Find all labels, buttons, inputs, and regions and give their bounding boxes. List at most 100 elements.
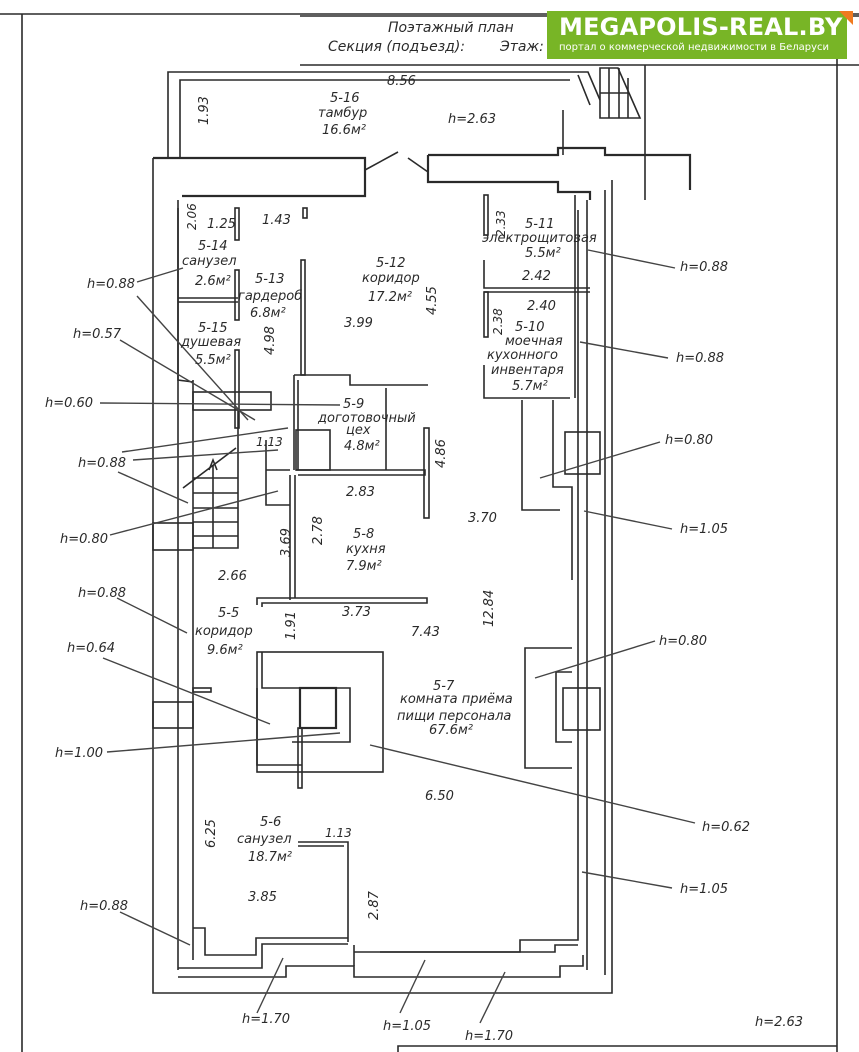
room-5-13: 5-13 гардероб 6.8м²	[238, 272, 302, 321]
height-note: h=1.70	[465, 1029, 513, 1044]
room-id: 5-15	[198, 321, 228, 336]
kitchen-top-wall	[296, 469, 426, 476]
room-id: 5-11	[525, 217, 555, 232]
height-note: h=0.88	[80, 899, 128, 914]
dimension: 1.13	[325, 826, 352, 840]
ceiling-height-bottom: h=2.63	[755, 1015, 803, 1030]
dimension: 4.86	[434, 439, 449, 468]
vestibule-inner-wall	[179, 79, 570, 158]
room-5-14: 5-14 санузел 2.6м²	[182, 239, 237, 289]
dimension: 3.70	[468, 511, 497, 526]
room-name: электрощитовая	[482, 231, 597, 246]
room-id: 5-8	[353, 527, 374, 542]
height-note: h=1.70	[242, 1012, 290, 1027]
central-column	[256, 651, 384, 789]
wc-floor-step	[193, 927, 348, 956]
dimension: 6.25	[204, 819, 219, 848]
room-id: 5-9	[343, 397, 364, 412]
dimension: 2.40	[527, 299, 556, 314]
wardrobe-partition-bottom	[234, 349, 240, 429]
upper-right-wall-block	[428, 146, 692, 190]
height-note: h=0.62	[702, 820, 750, 835]
dimension: 2.83	[346, 485, 375, 500]
height-note: h=1.05	[680, 522, 728, 537]
dimension: 1.93	[197, 96, 212, 125]
room-id: 5-7	[433, 679, 455, 694]
main-staircase	[152, 391, 290, 551]
wash-room-wall-bottom	[483, 365, 570, 399]
wc-partition	[298, 841, 349, 942]
height-note: h=0.88	[78, 586, 126, 601]
dimension: 2.06	[185, 203, 199, 230]
vestibule-door-swing	[577, 74, 591, 106]
pilaster-lower-inner	[555, 671, 572, 743]
height-annotations: h=2.63 h=2.63 h=0.88 h=0.88 h=0.88 h=0.5…	[45, 112, 803, 1044]
main-door-left-leaf	[364, 151, 399, 171]
ceiling-height-top: h=2.63	[448, 112, 496, 127]
column-upper-right	[564, 431, 601, 475]
room-area: 5.7м²	[512, 379, 548, 394]
room-id: 5-16	[330, 91, 360, 106]
room-5-12: 5-12 коридор 17.2м²	[362, 256, 420, 305]
room-id: 5-12	[376, 256, 406, 271]
leader-lines	[99, 249, 696, 1024]
title-block-edge	[397, 1045, 837, 1052]
header-section-label: Секция (подъезд):	[328, 39, 465, 55]
outer-perimeter	[152, 158, 613, 994]
right-wall-finish	[380, 210, 579, 953]
left-wall-column	[152, 701, 194, 729]
room-id: 5-10	[515, 320, 545, 335]
dimension: 4.98	[263, 326, 278, 355]
room-5-7: 5-7 комната приёма пищи персонала 67.6м²	[397, 679, 513, 738]
watermark-banner[interactable]: MEGAPOLIS-REAL.BY портал о коммерческой …	[547, 11, 853, 59]
dimension: 2.78	[311, 516, 326, 545]
room-area: 9.6м²	[207, 643, 243, 658]
room-area: 67.6м²	[429, 723, 473, 738]
room-name-line-1: моечная	[505, 334, 563, 349]
room-id: 5-5	[218, 606, 239, 621]
room-area: 6.8м²	[250, 306, 286, 321]
dimension: 4.55	[425, 286, 440, 315]
room-5-8: 5-8 кухня 7.9м²	[346, 527, 386, 574]
height-note: h=1.05	[680, 882, 728, 897]
main-door-right-leaf	[407, 157, 429, 173]
corridor-stub	[302, 207, 308, 219]
corner-stair	[599, 67, 642, 119]
room-name: кухня	[346, 542, 386, 557]
kitchen-right-partition	[423, 427, 430, 519]
dimension: 2.38	[491, 308, 505, 335]
kitchen-bottom-wall	[256, 597, 428, 607]
room-name-line-2: пищи персонала	[397, 709, 511, 724]
room-5-5: 5-5 коридор 9.6м²	[195, 606, 253, 658]
room-5-10: 5-10 моечная кухонного инвентаря 5.7м²	[487, 320, 564, 394]
dimension: 2.87	[367, 890, 382, 920]
room-id: 5-13	[255, 272, 285, 287]
pilaster-lower-outline	[524, 647, 572, 769]
room-name-line-1: доготовочный	[317, 411, 416, 426]
dimension: 1.91	[284, 611, 299, 640]
room-name-line-2: цех	[346, 423, 371, 438]
room-area: 5.5м²	[195, 353, 231, 368]
upper-left-wall-block	[153, 156, 367, 198]
room-name: санузел	[237, 832, 292, 847]
watermark-corner-fold	[839, 11, 853, 25]
header-title: Поэтажный план	[388, 20, 514, 36]
height-note: h=0.88	[87, 277, 135, 292]
room-5-6: 5-6 санузел 18.7м²	[237, 815, 292, 865]
room-area: 2.6м²	[195, 274, 231, 289]
height-note: h=0.57	[73, 327, 122, 342]
dimension: 6.50	[425, 789, 454, 804]
dimension: 3.85	[248, 890, 277, 905]
height-note: h=0.80	[659, 634, 707, 649]
column-lower-right	[562, 687, 601, 731]
electric-room-wall	[483, 260, 590, 289]
room-area: 5.5м²	[525, 246, 561, 261]
room-id: 5-14	[198, 239, 228, 254]
electric-room-partition	[483, 194, 489, 236]
dimension: 12.84	[482, 590, 497, 627]
height-note: h=0.88	[78, 456, 126, 471]
upper-right-wall-inner	[426, 155, 592, 200]
dimension: 1.43	[262, 213, 291, 228]
height-note: h=0.80	[60, 532, 108, 547]
bottom-step-line	[178, 955, 584, 978]
